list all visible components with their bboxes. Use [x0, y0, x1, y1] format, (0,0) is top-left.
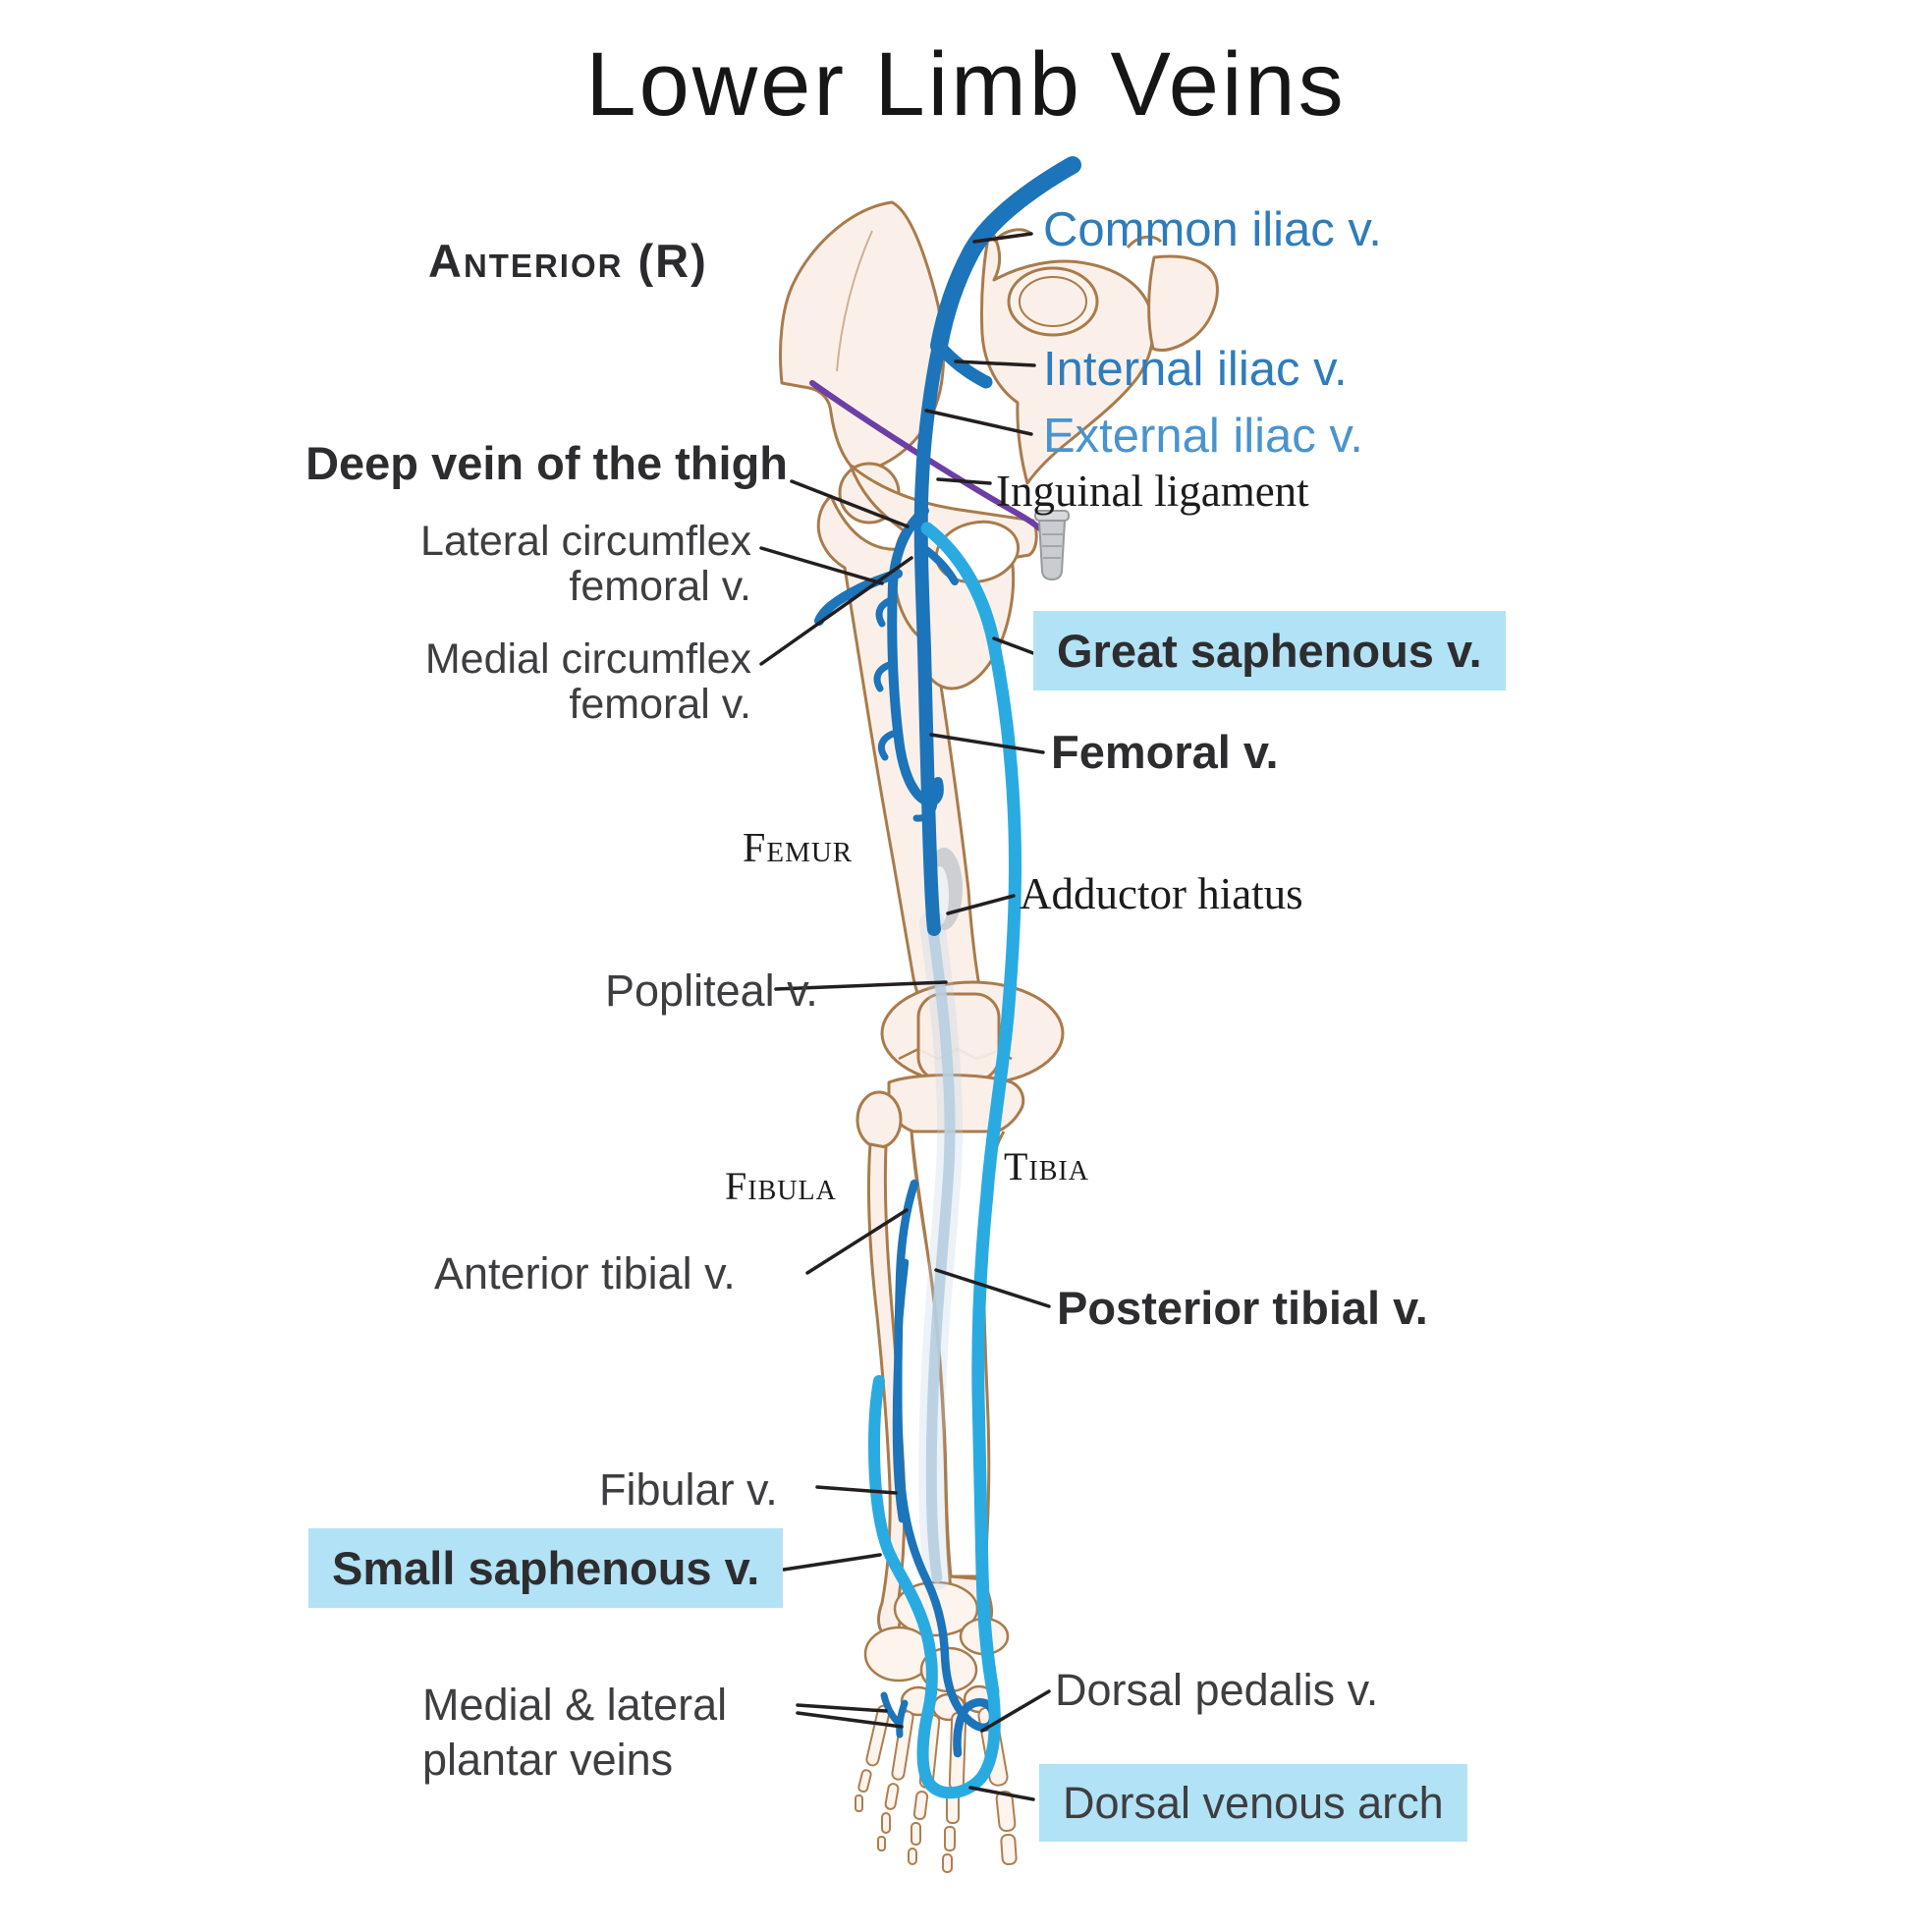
leader-lateral-circumflex — [759, 546, 884, 585]
great-saphenous-highlight: Great saphenous v. — [1033, 611, 1506, 691]
ilium-bone — [779, 200, 946, 473]
leader-medial-circumflex — [759, 556, 913, 666]
lateral-plantar-vein — [896, 1699, 909, 1739]
toe-4 — [877, 1710, 914, 1851]
pubic-symphysis — [1034, 510, 1070, 581]
sacrum-process-right — [1126, 235, 1163, 249]
deep-pale-veins — [918, 911, 964, 1590]
small-saphenous-highlight: Small saphenous v. — [308, 1528, 784, 1609]
perforator-3 — [878, 729, 900, 761]
label-lateral-circumflex-line1: Lateral circumflex — [420, 518, 751, 565]
label-medial-lateral-plantar: Medial & lateral plantar veins — [422, 1678, 727, 1788]
label-inguinal-ligament: Inguinal ligament — [996, 467, 1309, 516]
sacrum-ala-right — [1147, 254, 1219, 352]
perforator-1 — [875, 595, 898, 628]
label-external-iliac-vein: External iliac v. — [1043, 410, 1363, 463]
external-iliac-femoral-vein — [913, 339, 946, 936]
label-small-saphenous-vein: Small saphenous v. — [308, 1528, 784, 1609]
leader-plantar-2 — [796, 1711, 904, 1729]
leader-femoral — [929, 733, 1045, 754]
leader-fibular — [815, 1485, 898, 1495]
label-lateral-circumflex-line2: femoral v. — [569, 563, 751, 611]
leader-dorsal-pedalis — [980, 1689, 1051, 1733]
leader-dorsal-venous-arch — [968, 1786, 1035, 1801]
perforator-2 — [873, 660, 896, 692]
leader-posterior-tibial — [934, 1268, 1051, 1308]
leader-deep-vein-thigh — [790, 479, 910, 528]
leader-internal-iliac — [954, 359, 1036, 367]
label-dorsal-venous-arch: Dorsal venous arch — [1039, 1764, 1467, 1843]
orientation-label: Anterior (R) — [428, 235, 708, 287]
label-adductor-hiatus: Adductor hiatus — [1020, 869, 1303, 918]
dorsal-venous-arch-small-saphenous-vein — [867, 1375, 1001, 1799]
deep-vein-of-thigh — [887, 506, 944, 806]
leader-plantar-1 — [796, 1703, 888, 1713]
leader-external-iliac — [924, 409, 1033, 436]
sacral-canal-inner — [1019, 276, 1087, 327]
label-popliteal-vein: Popliteal v. — [605, 966, 818, 1016]
leader-common-iliac — [972, 232, 1033, 244]
veins — [814, 156, 1081, 1799]
popliteal-posterior-tibial-vein — [925, 917, 956, 1583]
leader-anterior-tibial — [805, 1208, 909, 1275]
label-tibia-bone: Tibia — [1004, 1144, 1089, 1188]
label-anterior-tibial-vein: Anterior tibial v. — [434, 1248, 736, 1298]
fibula-head — [856, 1090, 903, 1149]
page-title: Lower Limb Veins — [585, 34, 1347, 135]
great-saphenous-vein — [920, 522, 1022, 1698]
label-great-saphenous-vein: Great saphenous v. — [1033, 611, 1506, 691]
fibular-vein — [892, 1258, 910, 1523]
label-common-iliac-vein: Common iliac v. — [1043, 203, 1382, 256]
label-femur-bone: Femur — [743, 826, 854, 871]
iliac-fossa-line — [836, 230, 873, 372]
leader-inguinal-ligament — [936, 477, 992, 485]
label-plantar-line2: plantar veins — [422, 1734, 674, 1785]
leader-popliteal — [774, 980, 948, 991]
label-fibula-bone: Fibula — [725, 1164, 837, 1208]
label-deep-vein-of-thigh: Deep vein of the thigh — [305, 437, 788, 489]
label-femoral-vein: Femoral v. — [1051, 726, 1279, 778]
medial-circumflex-femoral-vein — [922, 546, 959, 585]
label-plantar-line1: Medial & lateral — [422, 1680, 728, 1730]
leader-lines — [759, 232, 1051, 1801]
toe-5 — [855, 1704, 891, 1812]
label-posterior-tibial-vein: Posterior tibial v. — [1057, 1282, 1428, 1334]
inguinal-ligament-line — [809, 380, 1047, 535]
leader-adductor-hiatus — [946, 894, 1016, 915]
label-fibular-vein: Fibular v. — [599, 1464, 778, 1515]
leader-small-saphenous — [782, 1553, 882, 1572]
label-lateral-circumflex: Lateral circumflex femoral v. — [420, 519, 751, 610]
label-internal-iliac-vein: Internal iliac v. — [1043, 343, 1348, 396]
label-medial-circumflex-line1: Medial circumflex — [424, 635, 751, 683]
perforator-4 — [912, 794, 938, 822]
label-medial-circumflex: Medial circumflex femoral v. — [425, 636, 751, 728]
label-dorsal-pedalis-vein: Dorsal pedalis v. — [1055, 1665, 1379, 1715]
dorsal-venous-arch-highlight: Dorsal venous arch — [1039, 1764, 1467, 1843]
common-iliac-vein — [930, 156, 1081, 355]
label-medial-circumflex-line2: femoral v. — [569, 681, 751, 729]
